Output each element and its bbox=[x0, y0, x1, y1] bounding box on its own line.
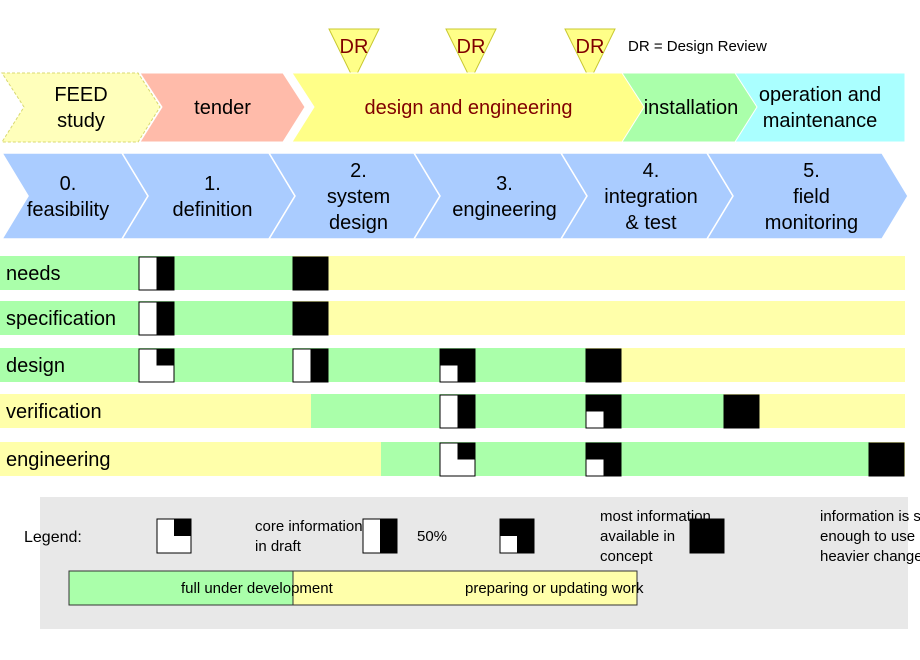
legend-item-label: core information bbox=[255, 518, 363, 535]
row-label: engineering bbox=[6, 449, 111, 471]
legend-item-label: in draft bbox=[255, 538, 302, 555]
phase-chevron: FEED study bbox=[1, 72, 161, 143]
legend-item-label: most information bbox=[600, 508, 711, 525]
status-marker bbox=[723, 394, 760, 429]
phase-label: maintenance bbox=[763, 110, 878, 132]
phase-label: FEED bbox=[54, 84, 107, 106]
legend-item-label: information is stable bbox=[820, 508, 920, 525]
legend-title: Legend: bbox=[24, 529, 82, 546]
row-lead-segment bbox=[0, 442, 139, 476]
phase-chevron: installation bbox=[621, 72, 761, 143]
status-marker bbox=[585, 442, 622, 477]
legend-item: most information available in concept bbox=[499, 508, 711, 565]
review-triangle bbox=[564, 28, 616, 82]
legend-item-label: heavier change control bbox=[820, 548, 920, 565]
stage-label: 0. bbox=[60, 173, 77, 195]
row-lead-segment bbox=[0, 348, 139, 382]
status-marker bbox=[585, 394, 622, 429]
row-verification: verification bbox=[0, 394, 905, 429]
row-label: design bbox=[6, 355, 65, 377]
status-marker bbox=[868, 442, 905, 477]
legend-panel bbox=[40, 497, 908, 629]
status-marker bbox=[292, 256, 329, 291]
phase-label: study bbox=[57, 110, 105, 132]
status-marker bbox=[439, 394, 476, 429]
status-marker bbox=[138, 301, 175, 336]
row-label: verification bbox=[6, 401, 102, 423]
row-lead-segment bbox=[0, 256, 139, 290]
phase-chevron: tender bbox=[139, 72, 306, 143]
status-marker bbox=[156, 518, 192, 554]
stage-label: definition bbox=[172, 199, 252, 221]
stage-label: engineering bbox=[452, 199, 557, 221]
legend-bar-preparing bbox=[292, 570, 638, 606]
status-marker bbox=[499, 518, 535, 554]
stage-chevron: 2. system design bbox=[267, 152, 441, 240]
status-marker bbox=[439, 442, 476, 477]
legend-bar-label: full under development bbox=[181, 580, 334, 597]
review-marker-label: DR bbox=[340, 36, 369, 58]
design-review-marker: DR bbox=[445, 28, 497, 82]
stage-chevron: 0. feasibility bbox=[0, 152, 149, 240]
status-marker bbox=[138, 256, 175, 291]
development-segment bbox=[311, 394, 724, 428]
review-triangle bbox=[445, 28, 497, 82]
phase-chevron: design and engineering bbox=[291, 72, 646, 143]
review-note: DR = Design Review bbox=[628, 38, 767, 55]
row-label: needs bbox=[6, 263, 61, 285]
stage-label: 4. bbox=[643, 160, 660, 182]
row-lead-segment bbox=[0, 394, 139, 428]
stage-label: feasibility bbox=[27, 199, 109, 221]
stage-chevron: 1. definition bbox=[120, 152, 296, 240]
stage-label: & test bbox=[625, 212, 677, 234]
row-label: specification bbox=[6, 308, 116, 330]
stage-label: integration bbox=[604, 186, 697, 208]
stage-chevron: 4. integration & test bbox=[559, 152, 734, 240]
review-triangle bbox=[328, 28, 380, 82]
stage-label: design bbox=[329, 212, 388, 234]
status-marker bbox=[585, 348, 622, 383]
status-marker bbox=[292, 301, 329, 336]
legend-item-label: available in bbox=[600, 528, 675, 545]
phase-label: installation bbox=[644, 97, 739, 119]
row-specification: specification bbox=[0, 301, 905, 336]
review-marker-label: DR bbox=[576, 36, 605, 58]
legend-color-bars: full under development preparing or updat… bbox=[68, 570, 644, 606]
stage-label: 2. bbox=[350, 160, 367, 182]
status-marker bbox=[362, 518, 398, 554]
status-marker bbox=[292, 348, 329, 383]
row-needs: needs bbox=[0, 256, 905, 291]
phase-label: operation and bbox=[759, 84, 881, 106]
phase-label: design and engineering bbox=[365, 97, 573, 119]
design-review-marker: DR bbox=[564, 28, 616, 82]
legend-item: 50% bbox=[362, 518, 447, 554]
stage-label: 1. bbox=[204, 173, 221, 195]
legend-item-label: enough to use bbox=[820, 528, 915, 545]
legend-item-label: 50% bbox=[417, 528, 447, 545]
design-review-marker: DR bbox=[328, 28, 380, 82]
stage-chevron: 5. field monitoring bbox=[705, 152, 909, 240]
stage-label: field bbox=[793, 186, 830, 208]
legend-item: information is stable enough to use heavie… bbox=[689, 508, 920, 565]
legend-item: core information in draft bbox=[156, 518, 363, 555]
legend-bar-full-development bbox=[68, 570, 294, 606]
phase-label: tender bbox=[194, 97, 251, 119]
phase-chevron: operation and maintenance bbox=[734, 72, 906, 143]
stage-label: system bbox=[327, 186, 390, 208]
status-marker bbox=[439, 348, 476, 383]
stage-label: monitoring bbox=[765, 212, 858, 234]
legend-bar-label: preparing or updating work bbox=[465, 580, 644, 597]
row-lead-segment bbox=[0, 301, 139, 335]
status-marker bbox=[138, 348, 175, 383]
review-marker-label: DR bbox=[457, 36, 486, 58]
status-marker bbox=[689, 518, 725, 554]
stage-label: 5. bbox=[803, 160, 820, 182]
development-segment bbox=[139, 348, 586, 382]
row-engineering: engineering bbox=[0, 442, 905, 477]
stage-chevron: 3. engineering bbox=[412, 152, 588, 240]
legend-item-label: concept bbox=[600, 548, 653, 565]
row-design: design bbox=[0, 348, 905, 383]
stage-label: 3. bbox=[496, 173, 513, 195]
